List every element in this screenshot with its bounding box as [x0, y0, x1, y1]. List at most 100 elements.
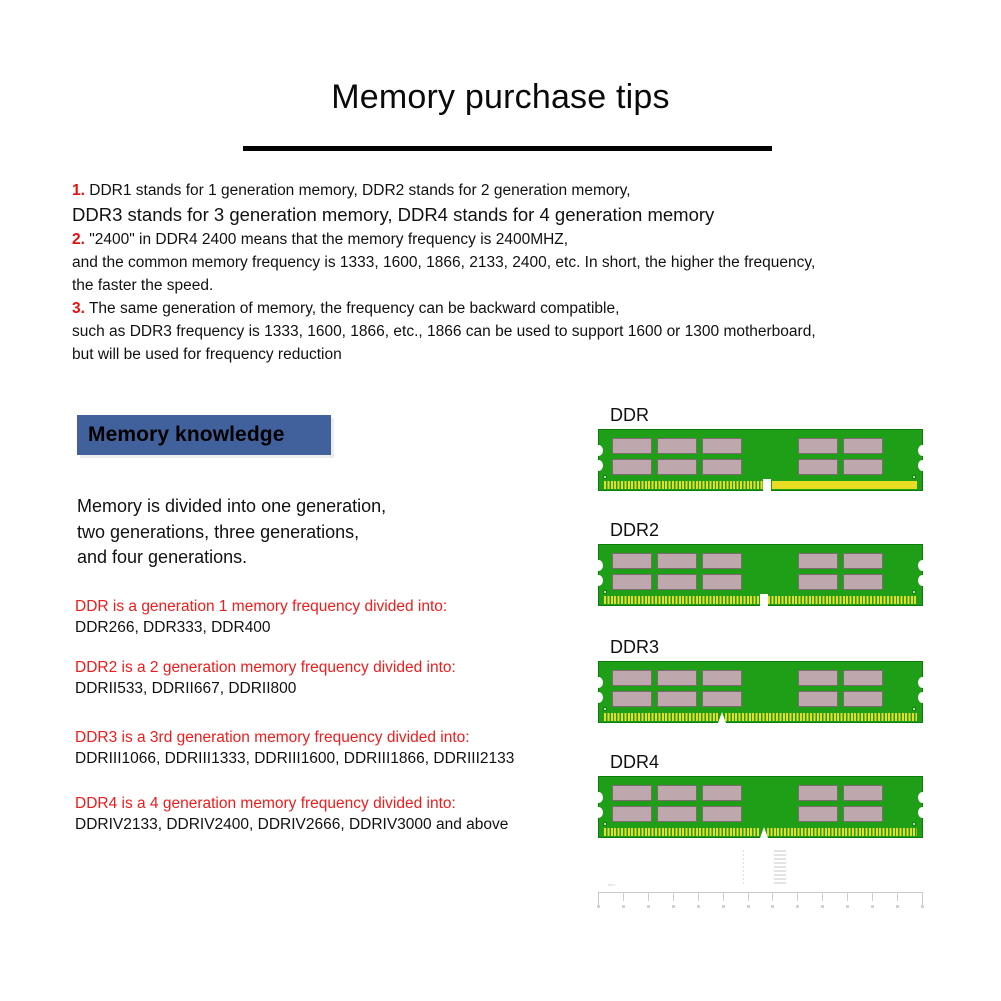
memory-chip [612, 553, 652, 569]
ruler-tick-label [846, 905, 849, 908]
tip-number: 3. [72, 300, 85, 317]
intro-line: two generations, three generations, [77, 521, 360, 542]
pcb-marker-dot [912, 707, 916, 711]
memory-chip [843, 691, 883, 707]
ruler-tick-label [921, 905, 924, 908]
ram-module-ddr4: DDR4 [594, 752, 927, 838]
memory-chip [702, 670, 742, 686]
alignment-guide [743, 850, 744, 884]
memory-chip [612, 691, 652, 707]
ruler-tick [723, 892, 724, 901]
memory-chip [843, 806, 883, 822]
retention-notch [918, 792, 927, 803]
memory-chip [843, 574, 883, 590]
key-notch [759, 827, 768, 838]
memory-chip [702, 806, 742, 822]
tips-section: 1. DDR1 stands for 1 generation memory, … [72, 179, 972, 366]
memory-chip [657, 438, 697, 454]
tip-text: "2400" in DDR4 2400 means that the memor… [89, 231, 569, 248]
memory-chip [657, 459, 697, 475]
memory-chip [798, 553, 838, 569]
gold-pin-strip [604, 713, 718, 721]
tip-text: the faster the speed. [72, 277, 214, 294]
memory-chip [702, 459, 742, 475]
generation-group-ddr2: DDR2 is a 2 generation memory frequency … [75, 657, 595, 699]
generation-body: DDRII533, DDRII667, DDRII800 [75, 680, 297, 697]
ruler-tick [897, 892, 898, 901]
intro-line: and four generations. [77, 547, 248, 567]
ruler-tick [623, 892, 624, 901]
memory-chip [798, 806, 838, 822]
retention-notch [594, 807, 603, 818]
generation-heading: DDR4 is a 4 generation memory frequency … [75, 795, 456, 812]
gold-pin-strip [725, 713, 917, 721]
memory-chip [702, 691, 742, 707]
ruler-tick-label [722, 905, 725, 908]
memory-chip [843, 785, 883, 801]
generation-body: DDRIV2133, DDRIV2400, DDRIV2666, DDRIV30… [75, 816, 509, 833]
key-notch [763, 479, 771, 491]
memory-knowledge-label: Memory knowledge [88, 423, 285, 446]
ram-illustration [594, 544, 927, 606]
pcb-marker-dot [912, 475, 916, 479]
ram-illustration [594, 776, 927, 838]
retention-notch [594, 575, 603, 586]
pcb-marker-dot [912, 590, 916, 594]
memory-knowledge-banner: Memory knowledge [77, 415, 331, 455]
ram-module-label: DDR2 [610, 520, 660, 540]
ruler-tick [648, 892, 649, 901]
pcb-marker-dot [603, 590, 607, 594]
ruler-tick [847, 892, 848, 901]
generation-group-ddr3: DDR3 is a 3rd generation memory frequenc… [75, 727, 595, 769]
memory-chip [612, 438, 652, 454]
tip-text: and the common memory frequency is 1333,… [72, 254, 816, 271]
ruler-tick-label [747, 905, 750, 908]
key-notch [759, 594, 768, 606]
retention-notch [594, 792, 603, 803]
tip-text: DDR3 stands for 3 generation memory, DDR… [72, 204, 715, 225]
memory-chip [657, 574, 697, 590]
ruler-tick [797, 892, 798, 901]
tip-number: 2. [72, 231, 85, 248]
gold-pin-strip [767, 828, 917, 836]
memory-chip [843, 438, 883, 454]
pcb-marker-dot [603, 707, 607, 711]
pcb-marker-dot [603, 822, 607, 826]
ruler-tick-label [871, 905, 874, 908]
generation-body: DDR266, DDR333, DDR400 [75, 619, 271, 636]
page-title: Memory purchase tips [331, 78, 670, 116]
generation-group-ddr: DDR is a generation 1 memory frequency d… [75, 596, 595, 638]
alignment-guide [774, 850, 786, 884]
generation-heading: DDR is a generation 1 memory frequency d… [75, 598, 448, 615]
ram-module-label: DDR3 [610, 637, 660, 657]
memory-chip [657, 691, 697, 707]
memory-chip [612, 785, 652, 801]
memory-chip [702, 574, 742, 590]
ruler-tick [673, 892, 674, 901]
tip-line: DDR3 stands for 3 generation memory, DDR… [72, 202, 972, 228]
ruler-tick [872, 892, 873, 901]
gold-pin-strip [604, 596, 760, 604]
ruler-tick-label [622, 905, 625, 908]
ruler-tick-label [672, 905, 675, 908]
retention-notch [594, 460, 603, 471]
gold-pin-strip [604, 481, 763, 489]
gold-pin-strip [604, 828, 761, 836]
gold-pin-strip [771, 481, 917, 489]
memory-chip [702, 438, 742, 454]
memory-chip [843, 670, 883, 686]
ram-module-label: DDR [610, 405, 649, 425]
retention-notch [918, 807, 927, 818]
retention-notch [918, 677, 927, 688]
ruler-tick [922, 892, 923, 905]
retention-notch [918, 560, 927, 571]
memory-chip [843, 459, 883, 475]
retention-notch [594, 677, 603, 688]
title-divider [243, 146, 772, 151]
memory-chip [843, 553, 883, 569]
memory-chip [657, 553, 697, 569]
ruler-tick [822, 892, 823, 901]
memory-chip [798, 691, 838, 707]
retention-notch [594, 445, 603, 456]
ruler-tick-label [597, 905, 600, 908]
